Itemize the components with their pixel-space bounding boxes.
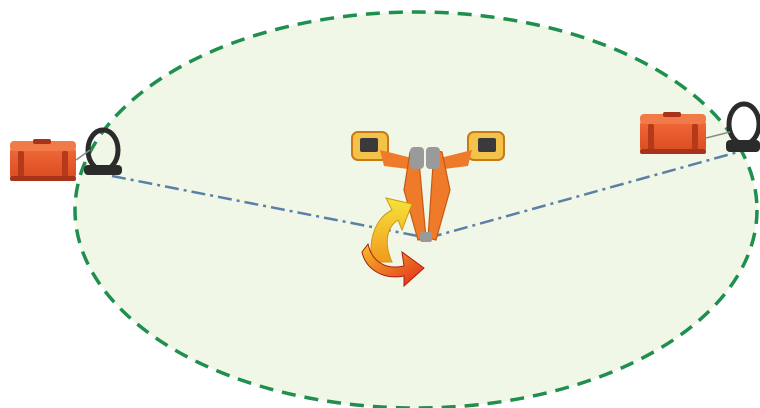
transmitter-case-left-icon bbox=[10, 139, 76, 181]
transmitter-case-right-icon bbox=[640, 112, 706, 154]
